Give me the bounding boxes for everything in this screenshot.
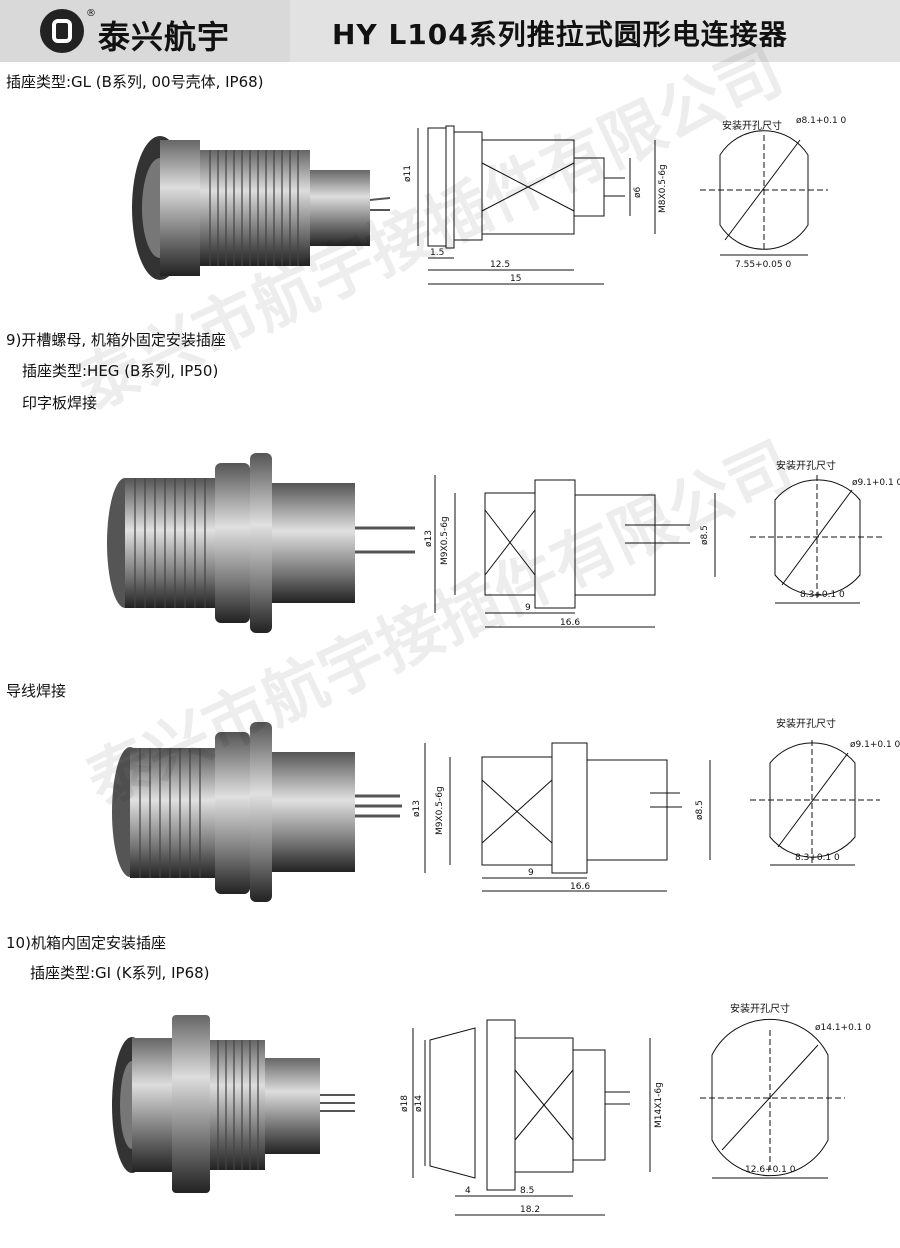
dim-label: ø18 — [400, 1095, 410, 1112]
dim-label: M9X0.5-6g — [440, 516, 450, 565]
cutout-dim: 7.55+0.05 0 — [735, 260, 791, 270]
cutout-dim: ø8.1+0.1 0 — [796, 116, 847, 126]
dim-label: ø13 — [424, 530, 434, 547]
brand-name: 泰兴航宇 — [98, 18, 231, 56]
dim-label: 16.6 — [570, 882, 590, 892]
dim-label: ø11 — [403, 165, 413, 182]
title-panel — [290, 0, 900, 62]
cutout-title: 安装开孔尺寸 — [776, 717, 836, 730]
section-4-line-2: 插座类型:GI (K系列, IP68) — [30, 964, 210, 982]
gl-cutout-diagram: 安装开孔尺寸 ø8.1+0.1 0 7.55+0.05 0 — [700, 115, 860, 279]
dim-label: 18.2 — [520, 1205, 540, 1215]
cutout-dim: ø9.1+0.1 0 — [852, 478, 900, 488]
heg-wire-socket-photo — [110, 720, 410, 909]
company-logo-icon — [40, 9, 84, 53]
cutout-dim: 8.3+0.1 0 — [795, 853, 840, 863]
heg-cutout-diagram: 安装开孔尺寸 ø9.1+0.1 0 8.3+0.1 0 — [740, 455, 900, 619]
dim-label: M8X0.5-6g — [658, 164, 668, 213]
section-2-line-1: 9)开槽螺母, 机箱外固定安装插座 — [6, 331, 226, 349]
dim-label: ø8.5 — [695, 800, 705, 820]
dim-label: ø8.5 — [700, 525, 710, 545]
cutout-dim: 12.6+0.1 0 — [745, 1165, 796, 1175]
dim-label: ø14 — [414, 1095, 424, 1112]
header-bar: ® 泰兴航宇 HY L104系列推拉式圆形电连接器 — [0, 0, 900, 62]
gi-socket-photo — [110, 1010, 380, 1204]
dim-label: 9 — [528, 868, 534, 878]
document-title: HY L104系列推拉式圆形电连接器 — [332, 18, 788, 51]
heg-pcb-socket-drawing: M9X0.5-6g ø13 9 16.6 ø8.5 — [424, 465, 725, 644]
heg-wire-cutout-diagram: 安装开孔尺寸 ø9.1+0.1 0 8.3+0.1 0 — [740, 715, 900, 879]
dim-label: ø13 — [412, 800, 422, 817]
cutout-title: 安装开孔尺寸 — [722, 119, 782, 132]
cutout-dim: ø14.1+0.1 0 — [815, 1023, 871, 1033]
section-1-line-1: 插座类型:GL (B系列, 00号壳体, IP68) — [6, 73, 264, 91]
gi-socket-drawing: ø18 ø14 4 8.5 18.2 M14X1-6g — [395, 1010, 705, 1229]
dim-label: M14X1-6g — [654, 1082, 664, 1128]
dim-label: 1.5 — [430, 248, 444, 258]
section-2-line-3: 印字板焊接 — [22, 394, 98, 412]
registered-mark: ® — [86, 8, 96, 19]
dim-label: 15 — [510, 274, 521, 284]
cutout-dim: 8.3+0.1 0 — [800, 590, 845, 600]
heg-wire-socket-drawing: M9X0.5-6g ø13 9 16.6 ø8.5 — [410, 735, 720, 914]
section-4-line-1: 10)机箱内固定安装插座 — [6, 934, 166, 952]
dim-label: 9 — [525, 603, 531, 613]
dim-label: 16.6 — [560, 618, 580, 628]
section-3-line-1: 导线焊接 — [6, 682, 67, 700]
cutout-dim: ø9.1+0.1 0 — [850, 740, 900, 750]
gi-cutout-diagram: 安装开孔尺寸 ø14.1+0.1 0 12.6+0.1 0 — [700, 1000, 871, 1204]
dim-label: 4 — [465, 1186, 471, 1196]
dim-label: M9X0.5-6g — [435, 786, 445, 835]
cutout-title: 安装开孔尺寸 — [776, 459, 836, 472]
heg-pcb-socket-photo — [105, 448, 425, 642]
dim-label: 12.5 — [490, 260, 510, 270]
section-2-line-2: 插座类型:HEG (B系列, IP50) — [22, 362, 219, 380]
gl-socket-drawing: ø11 1.5 12.5 15 ø6 M8X0.5-6g — [400, 118, 690, 302]
cutout-title: 安装开孔尺寸 — [730, 1002, 790, 1015]
gl-socket-photo — [130, 118, 400, 302]
dim-label: ø6 — [633, 186, 643, 198]
dim-label: 8.5 — [520, 1186, 534, 1196]
